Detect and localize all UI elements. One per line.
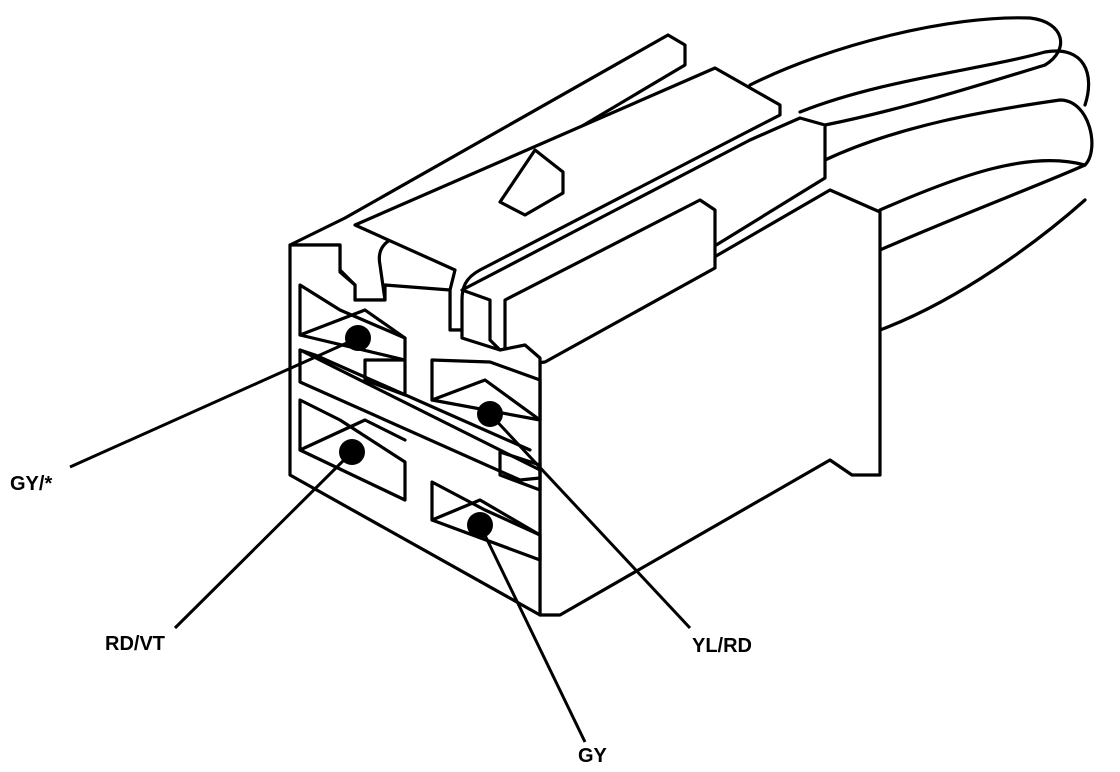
wire-labels: GY/* RD/VT YL/RD GY [10,473,752,767]
leader-lines [69,336,692,743]
housing-side-face [538,188,882,617]
connector-housing [288,33,882,617]
leader-gy-star [69,336,359,469]
leader-rd-vt [173,450,354,630]
locking-ramp [498,148,565,217]
terminal-cavities [298,283,542,562]
wire-label-top-right: YL/RD [692,635,752,657]
wire-harness [748,16,1094,332]
leader-gy [478,524,587,743]
wire-label-bottom-left: RD/VT [105,633,165,655]
leader-yl-rd [488,412,692,630]
wire-label-bottom-right: GY [578,745,608,767]
wire-label-top-left: GY/* [10,473,52,495]
